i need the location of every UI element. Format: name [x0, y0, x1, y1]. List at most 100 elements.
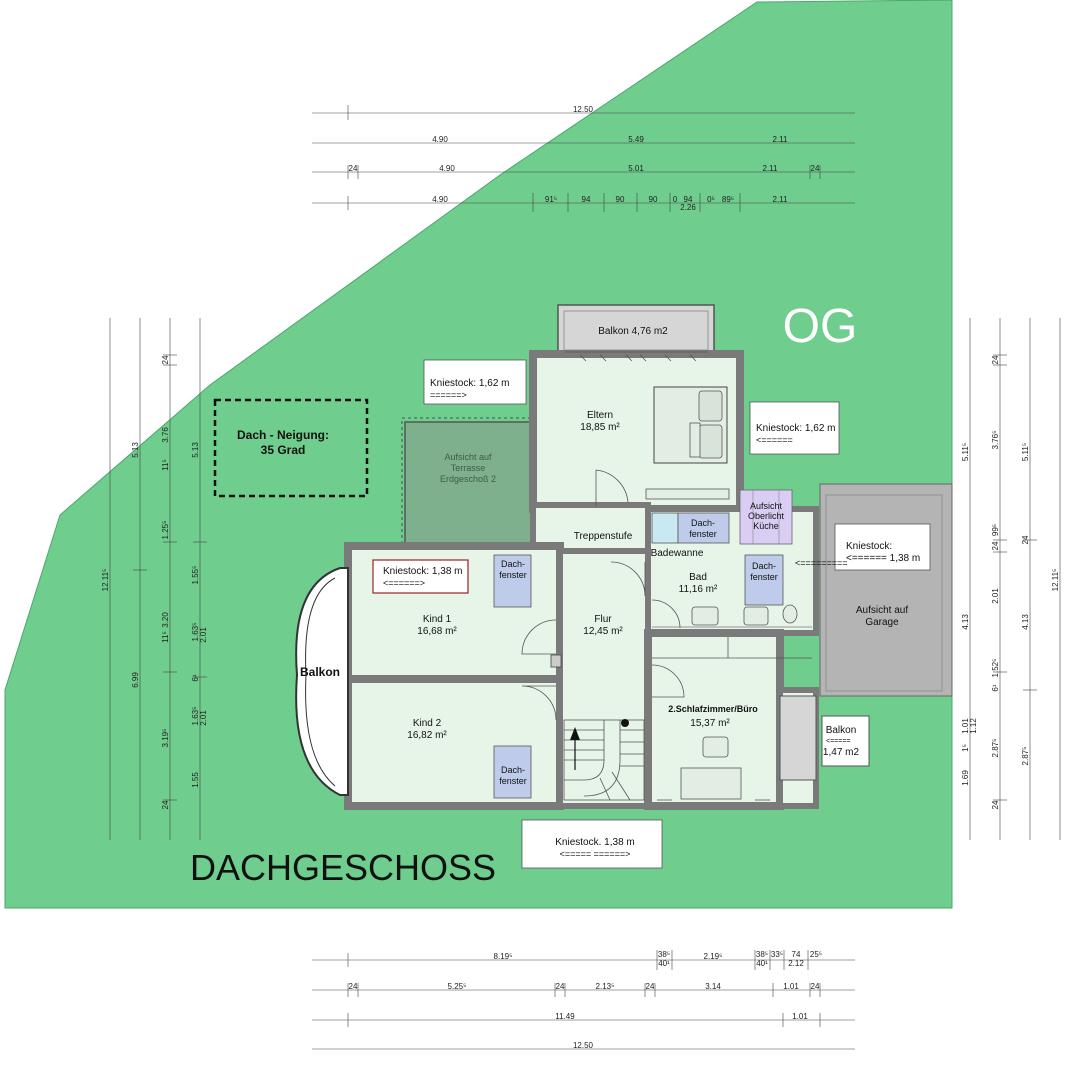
dim-top-r3-e: 24	[811, 164, 820, 173]
dim-right-q: 2.87⁵	[1021, 747, 1030, 766]
pillow-2	[698, 424, 723, 459]
dim-bot-r2-a: 24	[349, 982, 358, 991]
dim-right-b: 99⁵	[991, 524, 1000, 536]
dim-left-n: 1.63⁵	[191, 623, 200, 642]
dim-left-h: 3.20	[161, 612, 170, 628]
terrasse-label-1: Aufsicht auf	[444, 452, 492, 462]
dim-bot-r1-f2: 2.12	[788, 959, 804, 968]
balkon-right-area	[779, 695, 817, 781]
treppenstufe-label: Treppenstufe	[574, 531, 633, 542]
terrasse-label-2: Terrasse	[451, 463, 486, 473]
dim-bot-r2-e: 24	[646, 982, 655, 991]
oberlicht-label-2: Oberlicht	[748, 511, 785, 521]
dim-top-r4-g: 94	[684, 195, 693, 204]
schlaf-area: 15,37 m²	[690, 718, 730, 729]
dim-right-c: 2.01	[991, 588, 1000, 604]
dim-right-j: 1.69	[961, 770, 970, 786]
aufsicht-terrasse	[404, 421, 532, 546]
dim-right-l: 24	[991, 541, 1000, 550]
eltern-name: Eltern	[587, 410, 613, 421]
dim-right-g: 1.12	[969, 718, 978, 734]
dim-left-k: 24	[161, 800, 170, 809]
dim-bot-r1-b: 38⁵	[658, 950, 670, 959]
dim-bot-r3-b: 1.01	[792, 1012, 808, 1021]
dim-left-r: 2.01	[199, 627, 208, 643]
dim-left-e: 3.76	[161, 427, 170, 443]
dim-top-r4-a: 4.90	[432, 195, 448, 204]
kniestock-top-left-l2: ======>	[430, 390, 467, 400]
dim-bot-r2-g: 1.01	[783, 982, 799, 991]
dimensions-left	[109, 318, 207, 840]
balkon-right-label-1: Balkon	[826, 725, 857, 736]
kniestock-kind1-l1: Kniestock: 1,38 m	[383, 566, 462, 577]
door-flur-top	[610, 561, 646, 597]
dim-bot-total: 12.50	[573, 1041, 594, 1050]
blanket-fold	[689, 422, 701, 458]
windows-eltern-top	[565, 351, 708, 362]
dim-bot-r2-d: 2.13⁵	[596, 982, 615, 991]
dachfenster-kind1-l2: fenster	[499, 570, 527, 580]
door-kind1	[521, 619, 557, 655]
dim-bot-r1-c: 2.19⁵	[704, 952, 723, 961]
balkon-left	[295, 567, 349, 796]
dachfenster-kind2-l2: fenster	[499, 776, 527, 786]
dimensions-top	[312, 105, 855, 212]
dim-top-r4-h: 0⁵	[707, 195, 715, 204]
kniestock-kind1-l2: <======>	[383, 578, 425, 588]
dachfenster-bad-top-l1: Dach-	[691, 518, 715, 528]
garage-label-2: Garage	[865, 617, 899, 628]
dim-top-r4-d: 90	[616, 195, 625, 204]
dim-right-r: 24	[991, 800, 1000, 809]
dim-bot-r2-c: 24	[556, 982, 565, 991]
terrasse-label-3: Erdgeschoß 2	[440, 474, 496, 484]
dim-bot-r2-f: 3.14	[705, 982, 721, 991]
dachfenster-bad-right-l1: Dach-	[752, 561, 776, 571]
dachgeschoss-label: DACHGESCHOSS	[190, 847, 496, 888]
dachfenster-bad-right-l2: fenster	[750, 572, 778, 582]
dim-bot-r1-b2: 40¹	[658, 959, 670, 968]
kniestock-kind1-box	[372, 559, 469, 594]
kniestock-right-arrow: <=========	[795, 558, 848, 568]
kind1-area: 16,68 m²	[417, 626, 457, 637]
stair-post	[621, 719, 629, 727]
dim-left-p: 1.63⁵	[191, 707, 200, 726]
dachfenster-bad-top	[677, 512, 730, 544]
dim-right-n: 5.11⁵	[1021, 443, 1030, 461]
office-chair	[702, 736, 729, 758]
dim-right-e: 1.52⁵	[991, 659, 1000, 678]
dim-top-r2-a: 4.90	[432, 135, 448, 144]
dim-left-j: 3.19⁵	[161, 729, 170, 748]
dach-neigung-line-2: 35 Grad	[261, 443, 306, 457]
badewanne-tile	[651, 512, 679, 544]
dim-left-s: 2.01	[199, 710, 208, 726]
kind1-name: Kind 1	[423, 614, 452, 625]
dim-left-c: 6.99	[131, 672, 140, 688]
dim-left-o: 6¹	[191, 674, 200, 681]
dim-top-r4-j: 2.11	[773, 195, 789, 204]
oberlicht-label-1: Aufsicht	[750, 501, 783, 511]
og-label: OG	[783, 300, 858, 353]
dim-right-a: 5.11⁵	[961, 443, 970, 461]
schlaf-name: 2.Schlafzimmer/Büro	[668, 704, 758, 714]
dim-top-r3-c: 5.01	[628, 164, 644, 173]
door-bad	[651, 599, 681, 629]
kniestock-bottom-box	[521, 819, 663, 869]
dim-top-r3-b: 4.90	[439, 164, 455, 173]
dachfenster-kind2	[493, 745, 532, 799]
dim-top-r4-k: 2.26	[680, 203, 696, 212]
kniestock-right-l1: Kniestock:	[846, 541, 892, 552]
dim-top-r4-i: 89⁵	[722, 195, 734, 204]
dim-left-a: 5.13	[131, 442, 140, 458]
dim-top-total: 12.50	[573, 105, 594, 114]
dim-top-r4-c: 94	[582, 195, 591, 204]
dim-right-p: 12.11⁵	[1051, 569, 1060, 592]
dim-right-i: 2.87⁵	[991, 739, 1000, 758]
desk	[680, 767, 742, 800]
dim-top-r4-f: 0	[673, 195, 678, 204]
dim-top-r4-b: 91⁵	[545, 195, 557, 204]
dim-top-r2-b: 5.49	[628, 135, 644, 144]
dim-right-h: 1⁵	[961, 744, 970, 752]
dachfenster-bad-right	[744, 554, 784, 606]
dim-right-t: 6¹	[991, 684, 1000, 691]
dimensions-right	[969, 318, 1061, 840]
